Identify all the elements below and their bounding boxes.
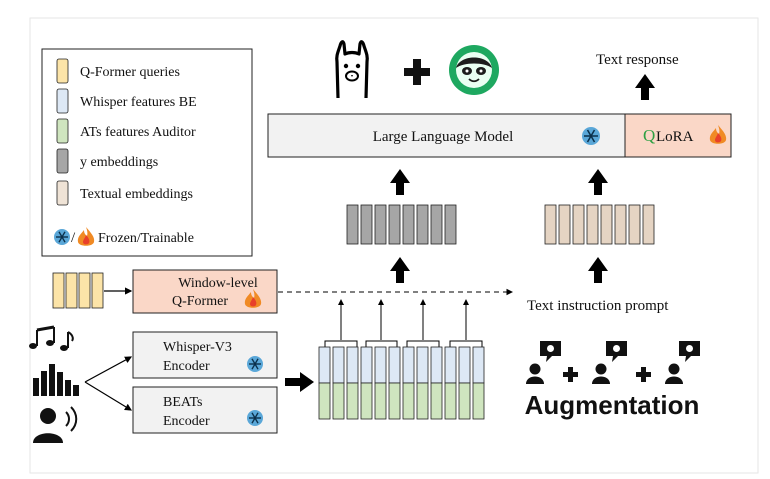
arrow-audio-to-whisper bbox=[84, 356, 133, 383]
whisper-encoder-line1: Whisper-V3 bbox=[163, 340, 232, 355]
llm-box bbox=[267, 113, 626, 158]
gray-token-group bbox=[346, 204, 457, 245]
window-brackets bbox=[324, 340, 483, 347]
arrow-audio-to-beats bbox=[84, 381, 133, 411]
text-instruction-label: Text instruction prompt bbox=[527, 298, 669, 314]
legend-swatch-whisper bbox=[56, 88, 69, 114]
legend-label-qformer: Q-Former queries bbox=[80, 65, 180, 80]
beats-encoder-box bbox=[132, 386, 278, 434]
legend: Q-Former queries Whisper features BE ATs… bbox=[41, 48, 253, 257]
text-response-label: Text response bbox=[596, 52, 679, 68]
legend-swatch-y-embeddings bbox=[56, 148, 69, 174]
svg-text:/: / bbox=[71, 230, 76, 246]
qlora-q-label: Q bbox=[643, 126, 655, 145]
arrow-encoders-to-features bbox=[285, 372, 314, 392]
arrow-up-text-tokens bbox=[588, 169, 608, 195]
legend-label-textual: Textual embeddings bbox=[80, 187, 193, 202]
window-qformer-line1: Window-level bbox=[178, 276, 258, 291]
legend-swatch-ats bbox=[56, 118, 69, 144]
output-arrow bbox=[635, 74, 655, 100]
speaking-person-icon bbox=[33, 406, 78, 443]
window-arrows bbox=[338, 299, 469, 340]
window-qformer-fire-icon bbox=[244, 289, 262, 308]
qformer-queries bbox=[52, 272, 104, 309]
snowflake-icon bbox=[54, 229, 70, 245]
plus-icon-2 bbox=[636, 367, 651, 382]
beats-encoder-line1: BEATs bbox=[163, 395, 202, 410]
legend-label-whisper: Whisper features BE bbox=[80, 95, 197, 110]
legend-label-ats: ATs features Auditor bbox=[80, 125, 196, 140]
equalizer-icon bbox=[33, 364, 79, 396]
legend-label-y-embeddings: y embeddings bbox=[80, 155, 158, 170]
augmentation-person-icon-1 bbox=[526, 341, 561, 384]
qlora-fire-icon bbox=[709, 125, 727, 144]
legend-label-frozen-trainable: Frozen/Trainable bbox=[98, 231, 194, 246]
feature-stack bbox=[318, 346, 485, 420]
sloth-badge-icon bbox=[449, 45, 499, 95]
llama-icon bbox=[335, 40, 369, 99]
augmentation-person-icon-3 bbox=[665, 341, 700, 384]
plus-icon-1 bbox=[563, 367, 578, 382]
legend-box bbox=[41, 48, 253, 257]
augmentation-person-icon-2 bbox=[592, 341, 627, 384]
llm-snowflake-icon bbox=[582, 127, 600, 145]
beats-encoder-line2: Encoder bbox=[163, 414, 210, 429]
arrow-up-gray-tokens bbox=[390, 169, 410, 195]
plus-icon bbox=[404, 59, 430, 85]
whisper-encoder-line2: Encoder bbox=[163, 359, 210, 374]
arrow-up-window-to-gray bbox=[390, 257, 410, 283]
window-qformer-line2: Q-Former bbox=[172, 294, 228, 309]
whisper-snowflake-icon bbox=[247, 356, 263, 372]
arrow-up-prompt-to-text bbox=[588, 257, 608, 283]
beats-snowflake-icon bbox=[247, 410, 263, 426]
text-token-group bbox=[544, 204, 655, 245]
augmentation-label: Augmentation bbox=[525, 390, 700, 420]
legend-swatch-qformer bbox=[56, 58, 69, 84]
llm-label: Large Language Model bbox=[373, 129, 514, 145]
music-notes-icon bbox=[29, 325, 74, 351]
fire-icon bbox=[77, 227, 95, 246]
qlora-label: LoRA bbox=[656, 129, 694, 145]
diagram-border bbox=[29, 17, 759, 474]
legend-swatch-textual bbox=[56, 180, 69, 206]
